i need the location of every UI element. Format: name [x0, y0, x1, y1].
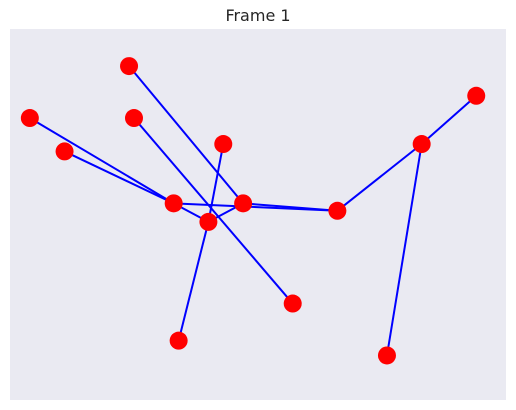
node-8 [169, 331, 188, 350]
node-11 [120, 57, 139, 76]
node-13 [55, 142, 74, 161]
edge-4-6 [385, 143, 423, 356]
plot-area [10, 29, 506, 400]
edge-13-0 [64, 150, 175, 205]
node-12 [20, 109, 39, 128]
node-5 [467, 86, 486, 105]
edge-11-2 [128, 65, 244, 205]
edge-3-4 [336, 143, 423, 212]
node-9 [283, 294, 302, 313]
node-4 [412, 135, 431, 154]
edge-12-0 [29, 117, 175, 205]
edge-0-3 [173, 202, 338, 212]
node-1 [199, 212, 218, 231]
node-10 [125, 109, 143, 128]
edges-layer [29, 65, 477, 356]
node-0 [164, 194, 183, 213]
chart-title: Frame 1 [225, 6, 291, 25]
edge-10-9 [133, 117, 294, 305]
edge-4-5 [421, 95, 477, 145]
nodes-layer [20, 57, 486, 365]
edge-1-8 [177, 221, 210, 341]
edge-1-7 [207, 143, 225, 223]
node-6 [377, 346, 396, 365]
node-2 [234, 194, 253, 213]
node-3 [328, 201, 347, 220]
node-7 [214, 135, 233, 154]
